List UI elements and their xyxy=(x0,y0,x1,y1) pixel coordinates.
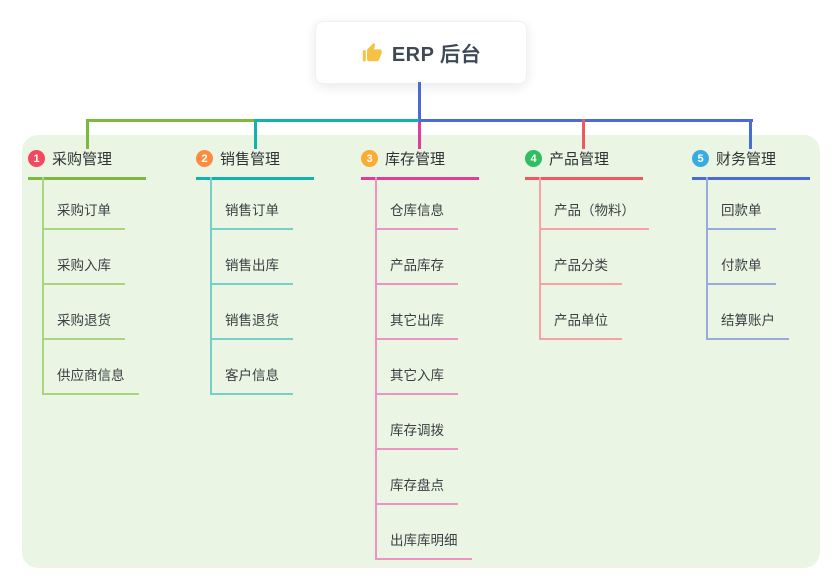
drop-line-product xyxy=(582,119,585,149)
branch-inventory-management: 3 库存管理 仓库信息 产品库存 其它出库 其它入库 库存调拨 库存盘点 出库库… xyxy=(361,135,531,568)
stock-count-node[interactable]: 库存盘点 xyxy=(375,476,458,505)
branch-inventory-label: 库存管理 xyxy=(385,151,446,168)
payment-doc-node[interactable]: 付款单 xyxy=(706,256,776,285)
branch-sales-header[interactable]: 2 销售管理 xyxy=(196,148,314,180)
product-material-node[interactable]: 产品（物料） xyxy=(539,201,649,230)
branch-finance-vline xyxy=(706,177,708,340)
customer-info-node[interactable]: 客户信息 xyxy=(210,366,293,395)
sales-outbound-node[interactable]: 销售出库 xyxy=(210,256,293,285)
root-trunk-line xyxy=(418,82,421,121)
bus-line-teal xyxy=(255,119,421,122)
purchase-inbound-node[interactable]: 采购入库 xyxy=(42,256,125,285)
branch-product-vline xyxy=(539,177,541,340)
sales-return-node[interactable]: 销售退货 xyxy=(210,311,293,340)
bus-line-blue xyxy=(419,119,753,122)
settlement-account-node[interactable]: 结算账户 xyxy=(706,311,789,340)
supplier-info-node[interactable]: 供应商信息 xyxy=(42,366,139,395)
branch-purchase-label: 采购管理 xyxy=(52,151,113,168)
branch-finance-management: 5 财务管理 回款单 付款单 结算账户 xyxy=(692,135,839,568)
branch-purchase-header[interactable]: 1 采购管理 xyxy=(28,148,146,180)
branch-sales-label: 销售管理 xyxy=(220,151,281,168)
outbound-detail-node[interactable]: 出库库明细 xyxy=(375,531,472,560)
thumbs-up-icon xyxy=(362,42,382,61)
product-category-node[interactable]: 产品分类 xyxy=(539,256,622,285)
branch-inventory-header[interactable]: 3 库存管理 xyxy=(361,148,479,180)
purchase-order-node[interactable]: 采购订单 xyxy=(42,201,125,230)
branch-inventory-vline xyxy=(375,177,377,560)
root-node-title: ERP 后台 xyxy=(391,44,482,66)
branch-purchase-vline xyxy=(42,177,44,395)
branch-product-header[interactable]: 4 产品管理 xyxy=(525,148,643,180)
branch-product-label: 产品管理 xyxy=(549,151,610,168)
badge-1-icon: 1 xyxy=(28,150,45,167)
drop-line-finance xyxy=(749,119,752,149)
badge-2-icon: 2 xyxy=(196,150,213,167)
sales-order-node[interactable]: 销售订单 xyxy=(210,201,293,230)
branch-sales-management: 2 销售管理 销售订单 销售出库 销售退货 客户信息 xyxy=(196,135,366,568)
branch-finance-header[interactable]: 5 财务管理 xyxy=(692,148,810,180)
product-unit-node[interactable]: 产品单位 xyxy=(539,311,622,340)
badge-5-icon: 5 xyxy=(692,150,709,167)
branch-purchase-management: 1 采购管理 采购订单 采购入库 采购退货 供应商信息 xyxy=(28,135,198,568)
branches-background-panel xyxy=(22,135,820,568)
badge-3-icon: 3 xyxy=(361,150,378,167)
drop-line-inventory xyxy=(418,122,421,149)
warehouse-info-node[interactable]: 仓库信息 xyxy=(375,201,458,230)
badge-4-icon: 4 xyxy=(525,150,542,167)
branch-finance-label: 财务管理 xyxy=(716,151,777,168)
drop-line-purchase xyxy=(86,119,89,149)
drop-line-sales xyxy=(254,119,257,149)
root-node[interactable]: ERP 后台 xyxy=(315,21,527,84)
stock-transfer-node[interactable]: 库存调拨 xyxy=(375,421,458,450)
receipt-doc-node[interactable]: 回款单 xyxy=(706,201,776,230)
purchase-return-node[interactable]: 采购退货 xyxy=(42,311,125,340)
bus-line-green xyxy=(87,119,257,122)
other-inbound-node[interactable]: 其它入库 xyxy=(375,366,458,395)
branch-sales-vline xyxy=(210,177,212,395)
product-stock-node[interactable]: 产品库存 xyxy=(375,256,458,285)
other-outbound-node[interactable]: 其它出库 xyxy=(375,311,458,340)
branch-product-management: 4 产品管理 产品（物料） 产品分类 产品单位 xyxy=(525,135,695,568)
